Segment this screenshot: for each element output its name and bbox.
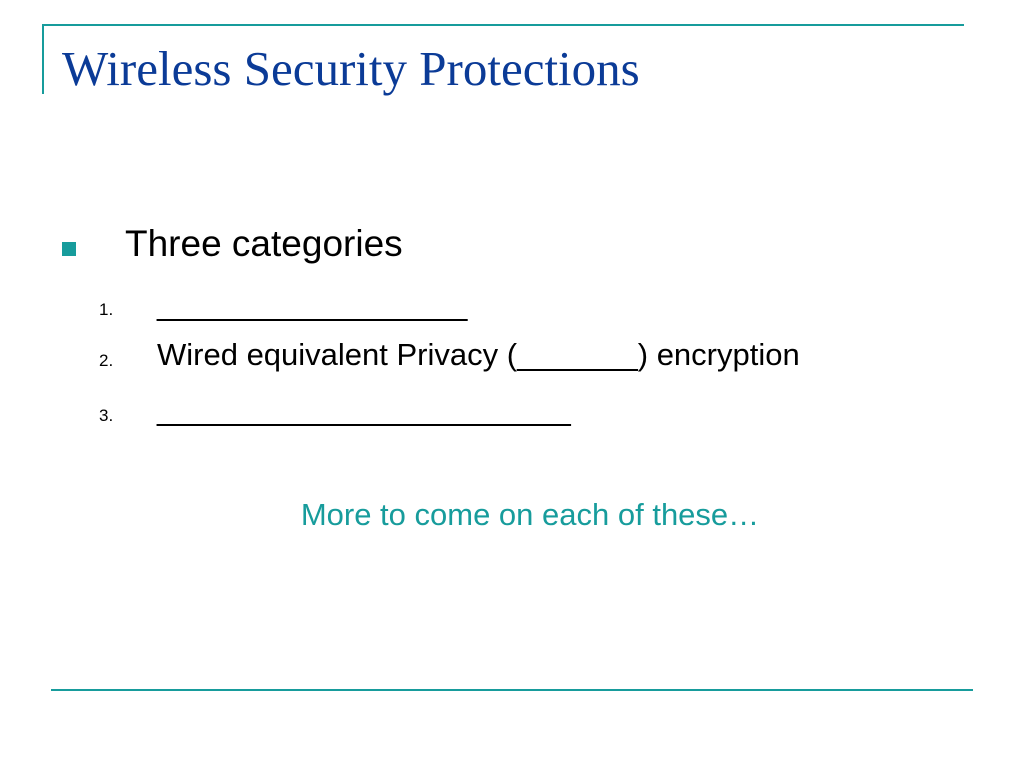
- note-text: More to come on each of these…: [300, 497, 760, 532]
- list-item: ________________________: [157, 392, 571, 427]
- square-bullet-icon: [62, 242, 76, 256]
- list-item-number: 1.: [99, 300, 114, 319]
- left-frame-line: [42, 24, 44, 94]
- list-item-number: 2.: [99, 351, 114, 370]
- bullet-text: Three categories: [125, 223, 403, 264]
- top-frame-line: [42, 24, 964, 26]
- bottom-frame-line: [51, 689, 973, 691]
- list-item: Wired equivalent Privacy (_______) encry…: [157, 337, 800, 372]
- list-item-number: 3.: [99, 406, 114, 425]
- list-item: __________________: [157, 287, 468, 322]
- slide-title: Wireless Security Protections: [62, 41, 640, 96]
